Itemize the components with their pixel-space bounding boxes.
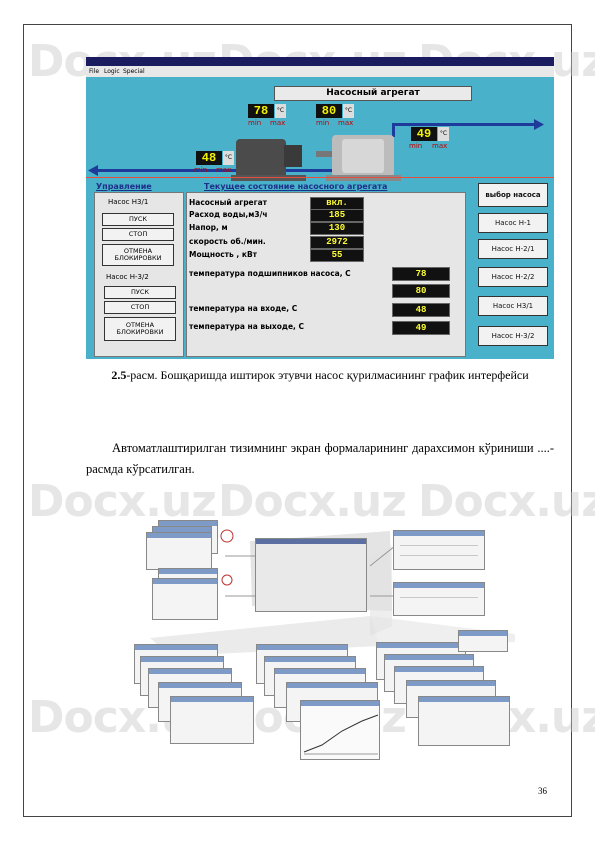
screen-form-window [393,530,485,570]
stop-button[interactable]: СТОП [102,228,174,241]
sensor-display: 80 [316,104,342,118]
param-label: Мощность , кВт [189,250,258,259]
sensor-max-label: max [216,166,232,174]
screen-form-window [393,582,485,616]
cancel-block-button[interactable]: ОТМЕНА БЛОКИРОВКИ [104,317,176,341]
pump-label: Насос Н3/1 [108,198,149,206]
param-label: Расход воды,м3/ч [189,210,268,219]
figure-caption: 2.5-расм. Бошқаришда иштирок этувчи насо… [86,368,554,383]
pump-select-button[interactable]: Насос Н-2/2 [478,267,548,287]
param-value: 55 [310,249,364,262]
figure-caption-text: -расм. Бошқаришда иштирок этувчи насос қ… [126,368,529,382]
menu-logic[interactable]: Logic [104,68,120,75]
sensor-max-label: max [270,119,286,127]
screen-form-window [418,696,510,746]
main-screen-form [255,538,367,612]
bearing-temp-value: 78 [392,267,450,281]
sensor-min-label: min [316,119,330,127]
control-section-title: Управление [96,182,152,191]
screen-form-window [458,630,508,652]
cancel-block-button[interactable]: ОТМЕНА БЛОКИРОВКИ [102,244,174,266]
pump-select-button[interactable]: Насос Н-2/1 [478,239,548,259]
param-value: 185 [310,209,364,222]
sensor-unit: °C [275,104,286,118]
watermark: Docx.uz [28,476,217,527]
body-paragraph: Автоматлаштирилган тизимнинг экран форма… [86,441,554,476]
bearing-temp-value: 80 [392,284,450,298]
pump-schematic [86,119,554,181]
figure-number: 2.5 [111,368,127,382]
sensor-display: 48 [196,151,222,165]
sensor-unit: °C [223,151,234,165]
menu-bar: File Logic Special [86,66,554,77]
param-value: 130 [310,222,364,235]
screen-forms-tree-figure [130,516,515,766]
page-border [23,24,572,817]
menu-file[interactable]: File [89,68,100,75]
bearing-temp-label: температура подшипников насоса, С [189,269,351,278]
start-button[interactable]: ПУСК [102,213,174,226]
sensor-min-label: min [194,166,208,174]
outlet-temp-value: 49 [392,321,450,335]
sensor-max-label: max [432,142,448,150]
sensor-min-label: min [409,142,423,150]
watermark: Docx.uz [418,476,595,527]
inlet-temp-value: 48 [392,303,450,317]
sensor-display: 78 [248,104,274,118]
pump-select-button[interactable]: Насос Н-3/2 [478,326,548,346]
param-label: Напор, м [189,223,228,232]
outlet-temp-label: температура на выходе, С [189,322,305,331]
window-titlebar [86,57,554,66]
pump-select-button[interactable]: Насос Н-1 [478,213,548,233]
param-value: 2972 [310,236,364,249]
trend-chart-graphic [303,714,379,755]
menu-special[interactable]: Special [123,68,145,75]
pump-label: Насос Н-3/2 [106,273,149,281]
start-button[interactable]: ПУСК [104,286,176,299]
sensor-display: 49 [411,127,437,141]
state-section-title: Текущее состояние насосного агрегата [204,182,388,191]
sensor-min-label: min [248,119,262,127]
page-number: 36 [538,786,547,796]
param-label: Насосный агрегат [189,198,267,207]
inlet-temp-label: температура на входе, С [189,304,298,313]
stop-button[interactable]: СТОП [104,301,176,314]
pump-select-button[interactable]: Насос Н3/1 [478,296,548,316]
screen-form-window [152,578,218,620]
trend-chart-window [300,700,380,760]
sensor-unit: °C [343,104,354,118]
sensor-unit: °C [438,127,449,141]
screen-header: Насосный агрегат [274,86,472,101]
screen-form-window [170,696,254,744]
watermark: Docx.uz [218,476,407,527]
sensor-max-label: max [338,119,354,127]
pump-scada-screen: File Logic Special Насосный агрегат 78 °… [86,57,554,359]
screen-form-window [146,532,212,570]
pump-select-title: выбор насоса [478,183,548,207]
param-label: скорость об./мин. [189,237,266,246]
